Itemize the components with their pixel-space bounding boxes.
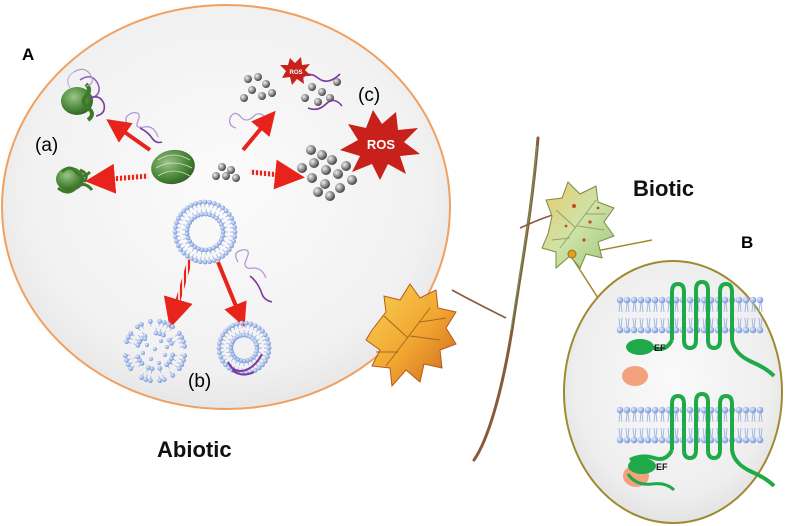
biotic-zoom-circle: [563, 260, 783, 524]
plant-stem: [472, 136, 540, 462]
abiotic-zoom-circle: [1, 4, 451, 410]
arrow-protein-to-unfolded: [85, 163, 149, 194]
ef-hand-label-top: EF: [654, 343, 666, 353]
arrow-protein-to-complex: [106, 119, 152, 152]
heading-biotic: Biotic: [633, 176, 694, 201]
nanoparticles-center: [212, 163, 240, 182]
sublabel-c: (c): [358, 85, 380, 106]
peptide-a: [125, 112, 163, 144]
ros-burst-large: ROS: [340, 110, 420, 180]
calcium-channel-bottom: EF: [623, 392, 776, 492]
calmodulin-free: [622, 366, 648, 386]
protein-peptide-complex: [61, 68, 106, 122]
liposome-disrupted: [122, 318, 188, 384]
calcium-channel-top: EF: [626, 280, 776, 378]
heading-abiotic: Abiotic: [157, 437, 232, 462]
infected-leaf: [541, 181, 615, 270]
arrow-nanoparticles-to-peptide-complex: [241, 110, 276, 152]
arrow-nanoparticles-to-ros: [249, 159, 305, 190]
ef-hand-label-bottom: EF: [656, 462, 668, 472]
folded-protein-center: [151, 149, 195, 185]
nanoparticles-cluster: [297, 145, 357, 201]
liposome-intact: [172, 199, 238, 265]
ros-burst-small: ROS: [280, 57, 311, 85]
panel-label-b: B: [741, 233, 753, 252]
arrow-liposome-to-peptide-bound: [216, 261, 247, 328]
peptide-b: [235, 249, 273, 303]
panel-label-a: A: [22, 45, 34, 64]
sublabel-a: (a): [35, 135, 58, 156]
sublabel-b: (b): [188, 371, 211, 392]
autumn-leaf: [365, 283, 457, 388]
ros-large-label: ROS: [367, 137, 396, 152]
bound-peptide: [227, 353, 263, 376]
ros-small-label: ROS: [289, 70, 302, 76]
arrow-liposome-to-disrupted: [163, 259, 193, 329]
